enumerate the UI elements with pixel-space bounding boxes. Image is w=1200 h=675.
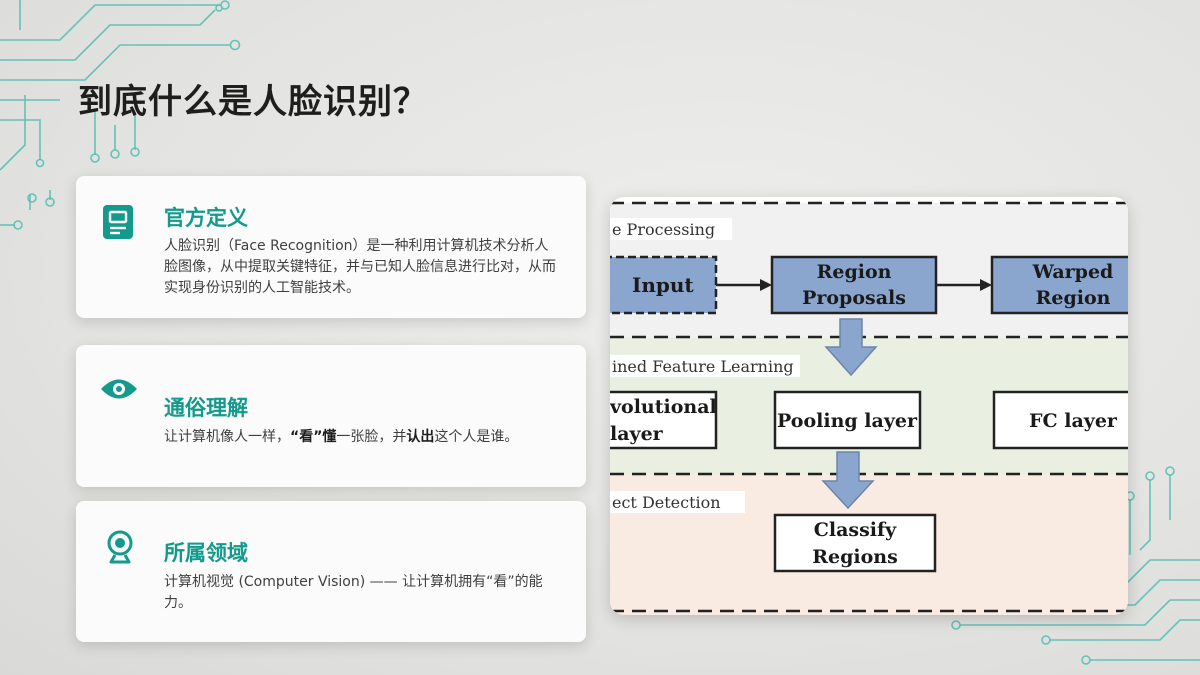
warped-region-node	[990, 255, 1128, 315]
classify-regions-node	[773, 513, 937, 573]
plain-explanation-card: 通俗理解 让计算机像人一样，“看”懂一张脸，并认出这个人是谁。	[76, 345, 586, 487]
classify-regions-label-1: Classify	[814, 519, 897, 541]
plain-explanation-text: 让计算机像人一样，“看”懂一张脸，并认出这个人是谁。	[164, 427, 558, 448]
region-proposals-label-1: Region	[817, 261, 892, 283]
definition-card: 官方定义 人脸识别（Face Recognition）是一种利用计算机技术分析人…	[76, 176, 586, 318]
domain-card: 所属领域 计算机视觉 (Computer Vision) —— 让计算机拥有“看…	[76, 501, 586, 642]
plain-text-part: 让计算机像人一样，	[164, 429, 290, 445]
plain-text-part: 这个人是谁。	[434, 429, 519, 445]
plain-text-part: 一张脸，并	[336, 429, 407, 445]
input-node-label: Input	[632, 273, 694, 297]
region-proposals-label-2: Proposals	[802, 287, 906, 309]
plain-text-emphasis-recognize: 认出	[406, 429, 435, 445]
eye-icon	[101, 379, 137, 399]
convolutional-layer-label-1: volutional	[610, 396, 717, 418]
classify-regions-label-2: Regions	[812, 546, 898, 568]
fc-layer-node	[992, 390, 1128, 450]
pooling-layer-label: Pooling layer	[777, 410, 918, 432]
pipeline-diagram: e Processing ined Feature Learning ect D…	[610, 201, 1128, 615]
definition-text: 人脸识别（Face Recognition）是一种利用计算机技术分析人脸图像，从…	[164, 238, 556, 296]
down-arrow-1	[824, 318, 878, 377]
convolutional-layer-node	[610, 390, 718, 450]
webcam-icon	[107, 530, 133, 564]
plain-text-emphasis-see: “看”懂	[290, 429, 337, 445]
section-label-feature-learning: ined Feature Learning	[612, 357, 794, 376]
definition-heading: 官方定义	[164, 205, 248, 230]
down-arrow-2	[821, 451, 875, 510]
domain-heading: 所属领域	[164, 540, 248, 565]
section-label-processing: e Processing	[612, 220, 715, 239]
domain-text: 计算机视觉 (Computer Vision) —— 让计算机拥有“看”的能力。	[164, 574, 543, 611]
warped-region-label-2: Region	[1036, 287, 1111, 309]
slide-title: 到底什么是人脸识别？	[78, 82, 428, 122]
input-node	[610, 255, 718, 315]
warped-region-label-1: Warped	[1032, 261, 1114, 283]
pipeline-diagram-image: e Processing ined Feature Learning ect D…	[610, 197, 1128, 615]
plain-explanation-heading: 通俗理解	[164, 395, 248, 420]
document-icon	[103, 205, 133, 239]
convolutional-layer-label-2: layer	[610, 423, 664, 445]
section-label-detection: ect Detection	[612, 493, 721, 512]
fc-layer-label: FC layer	[1029, 410, 1118, 432]
pooling-layer-node	[773, 390, 922, 450]
circuit-decoration-top-left	[0, 0, 241, 230]
